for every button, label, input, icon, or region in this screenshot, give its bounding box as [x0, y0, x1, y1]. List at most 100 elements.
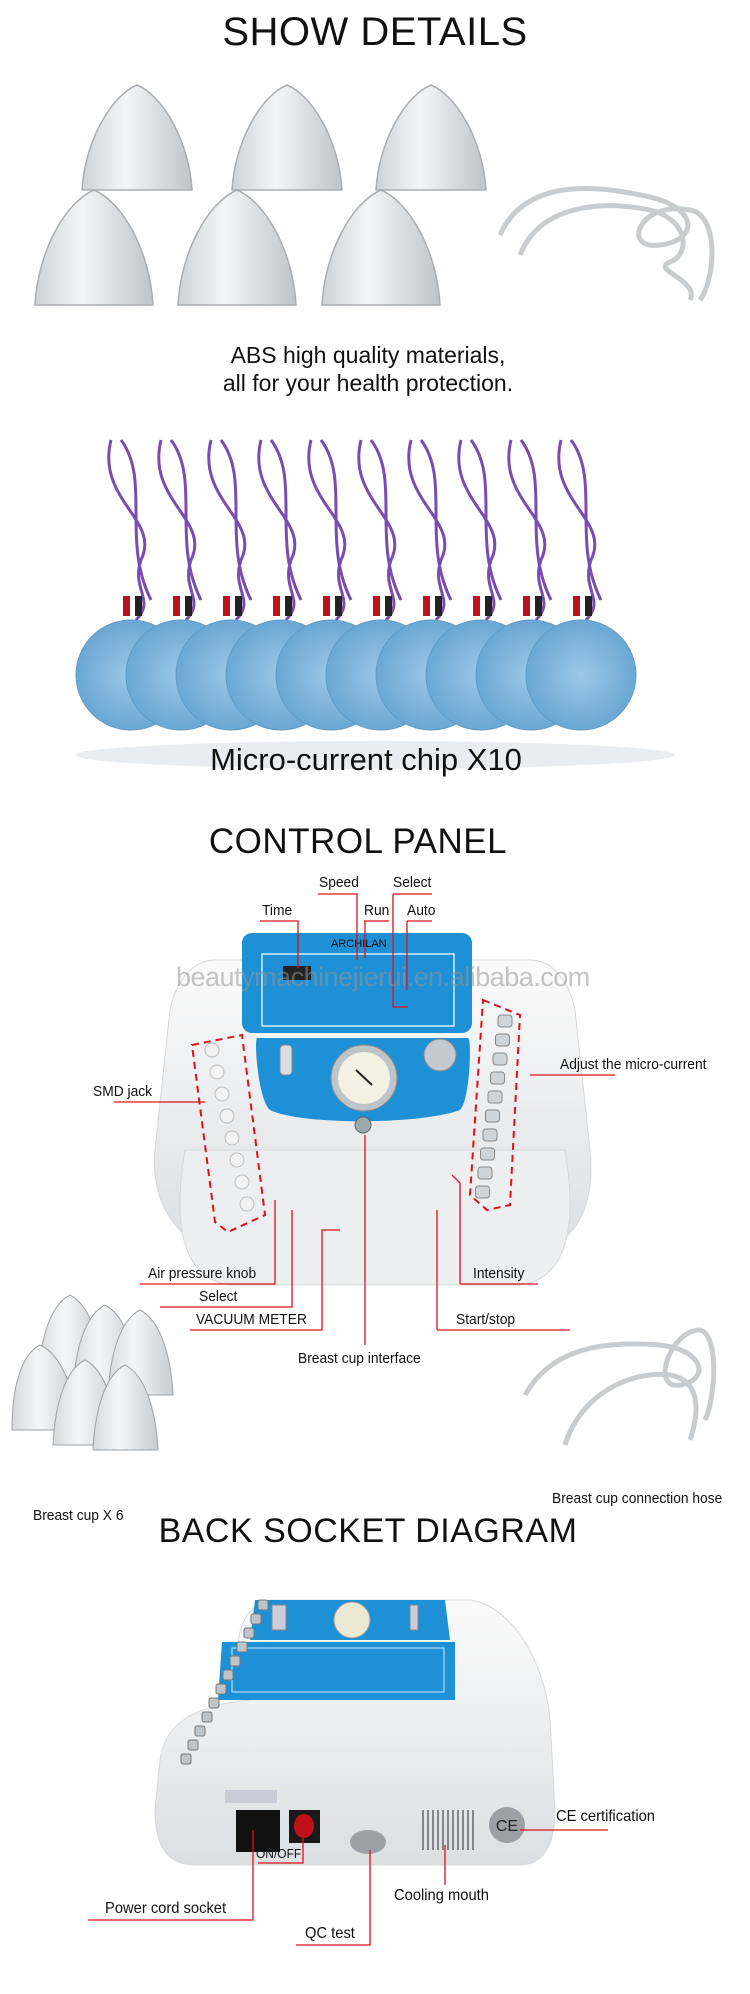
side-knob	[187, 1739, 199, 1751]
red-connector	[373, 596, 380, 616]
black-connector	[335, 596, 342, 616]
cup	[177, 189, 297, 306]
black-connector	[535, 596, 542, 616]
smd-jack	[219, 1108, 235, 1124]
label-select-bottom: Select	[199, 1288, 238, 1305]
label-connection-hose: Breast cup connection hose	[552, 1490, 723, 1507]
smd-jack	[234, 1174, 250, 1190]
breast-cup-set-image	[11, 1294, 174, 1451]
label-breast-cup-interface: Breast cup interface	[298, 1350, 421, 1367]
cup	[81, 84, 193, 191]
timer-display	[283, 966, 311, 980]
side-knob	[243, 1627, 255, 1639]
purple-cable	[557, 439, 603, 622]
black-connector	[285, 596, 292, 616]
purple-cable	[157, 439, 203, 622]
back-panel	[218, 1642, 455, 1700]
micro-current-knob	[475, 1185, 490, 1199]
black-connector	[135, 596, 142, 616]
side-knob	[180, 1753, 192, 1765]
micro-current-knob	[487, 1090, 503, 1104]
air-pressure-knob	[279, 1044, 293, 1076]
label-cooling-mouth: Cooling mouth	[394, 1887, 489, 1904]
purple-cable	[357, 439, 403, 622]
power-cord-socket	[236, 1810, 280, 1852]
side-knob	[194, 1725, 206, 1737]
black-connector	[435, 596, 442, 616]
smd-jack	[224, 1130, 240, 1146]
purple-cable	[407, 439, 453, 622]
breast-cup-port	[354, 1116, 372, 1134]
label-intensity: Intensity	[473, 1265, 525, 1282]
smd-jack-highlight	[190, 1033, 267, 1234]
smd-jack	[239, 1196, 255, 1212]
device-back-image: CE	[154, 1599, 556, 1866]
label-on-off: ON/OFF	[256, 1846, 302, 1861]
cup	[231, 84, 343, 191]
black-connector	[485, 596, 492, 616]
side-knob	[236, 1641, 248, 1653]
label-vacuum-meter: VACUUM METER	[196, 1311, 307, 1328]
device-front-image	[153, 933, 592, 1286]
label-ce-certification: CE certification	[556, 1808, 655, 1825]
label-power-cord-socket: Power cord socket	[105, 1900, 227, 1917]
side-knob	[250, 1613, 262, 1625]
micro-current-knob	[495, 1033, 510, 1047]
micro-current-knob	[497, 1014, 513, 1028]
purple-cable	[507, 439, 553, 622]
hose-image	[497, 185, 715, 302]
red-connector	[223, 596, 230, 616]
black-connector	[235, 596, 242, 616]
red-connector	[123, 596, 130, 616]
cup	[34, 189, 154, 306]
red-connector	[173, 596, 180, 616]
watermark: beautymachinejierui.en.alibaba.com	[176, 962, 590, 992]
ce-mark	[489, 1807, 525, 1843]
side-knob	[215, 1683, 227, 1695]
label-breast-cup-count: Breast cup X 6	[33, 1507, 124, 1524]
leader-lines	[88, 893, 615, 1946]
purple-cable	[307, 439, 353, 622]
smd-jack	[204, 1042, 220, 1058]
red-connector	[273, 596, 280, 616]
red-connector	[573, 596, 580, 616]
side-knob	[201, 1711, 213, 1723]
label-select-top: Select	[393, 874, 432, 891]
micro-current-highlight	[468, 998, 522, 1212]
micro-current-knob	[485, 1109, 500, 1123]
label-speed: Speed	[319, 874, 359, 891]
smd-jack	[214, 1086, 230, 1102]
show-details-title: SHOW DETAILS	[222, 10, 528, 54]
micro-current-knob	[477, 1166, 493, 1180]
qc-sticker	[350, 1830, 386, 1854]
label-qc-test: QC test	[305, 1925, 355, 1942]
chip-caption: Micro-current chip X10	[210, 742, 522, 777]
micro-current-knob	[480, 1147, 495, 1161]
purple-cable	[457, 439, 503, 622]
intensity-knob	[423, 1038, 457, 1072]
svg-text:CE: CE	[496, 1818, 518, 1835]
label-air-pressure-knob: Air pressure knob	[148, 1265, 257, 1282]
side-knob	[257, 1599, 269, 1611]
red-connector	[523, 596, 530, 616]
electrode-chip	[525, 619, 637, 731]
purple-cable	[257, 439, 303, 622]
black-connector	[385, 596, 392, 616]
black-connector	[185, 596, 192, 616]
red-connector	[423, 596, 430, 616]
side-knob	[229, 1655, 241, 1667]
purple-cable	[107, 439, 153, 622]
back-socket-title: BACK SOCKET DIAGRAM	[158, 1512, 578, 1550]
connection-hose-image	[522, 1327, 717, 1446]
label-adjust-micro-current: Adjust the micro-current	[560, 1056, 707, 1073]
brand-label: ARCHILAN	[331, 938, 387, 950]
side-knob	[222, 1669, 234, 1681]
breast-cups-image	[34, 84, 487, 306]
micro-current-chips-image	[75, 439, 675, 769]
materials-caption-line1: ABS high quality materials,	[230, 342, 506, 368]
red-connector	[323, 596, 330, 616]
label-smd-jack: SMD jack	[93, 1083, 153, 1100]
cup	[321, 189, 441, 306]
